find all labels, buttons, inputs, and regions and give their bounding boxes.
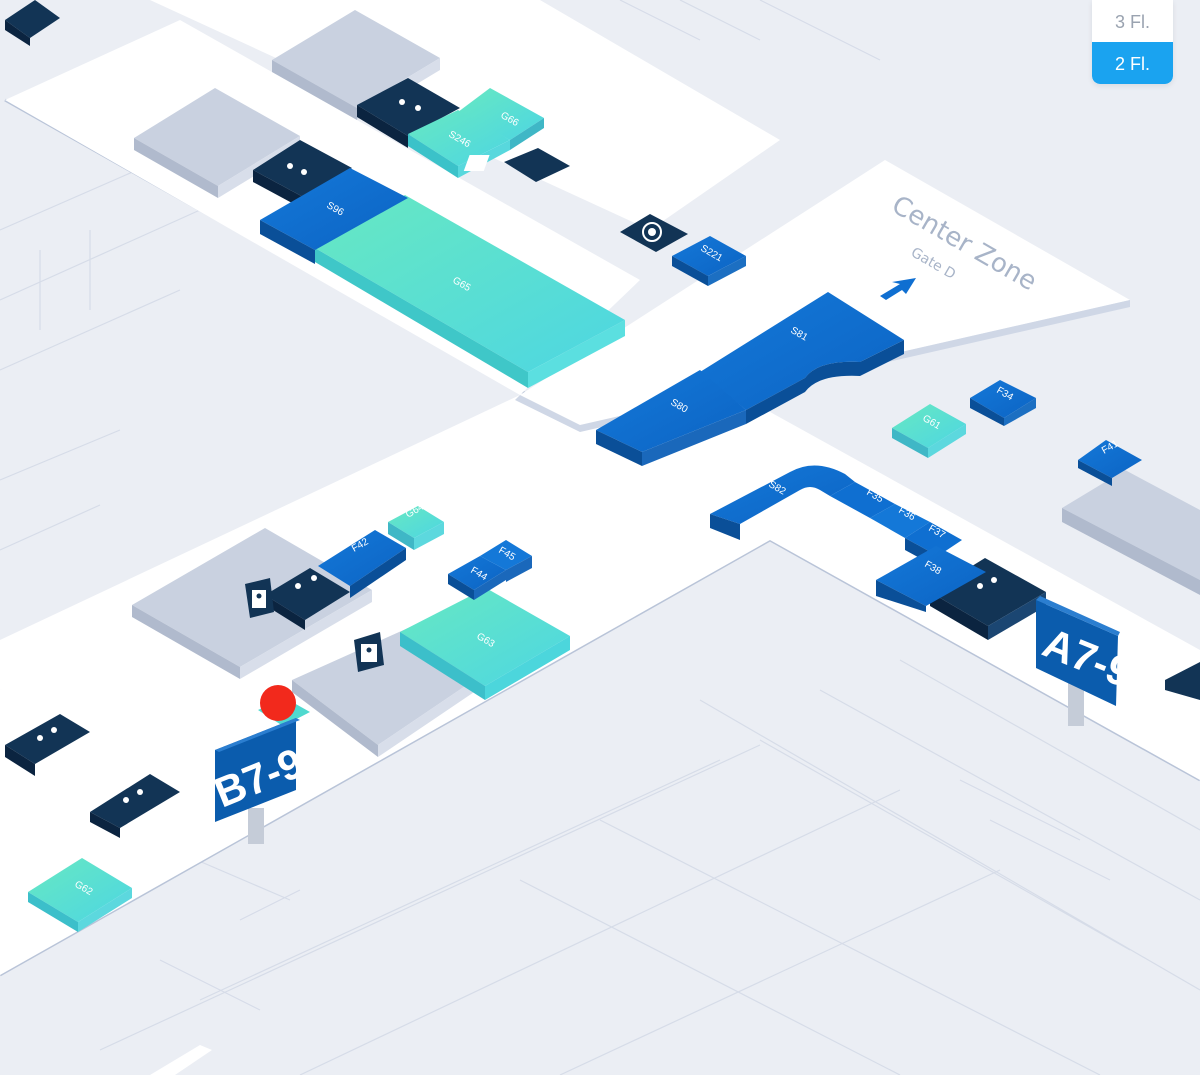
shop-f45[interactable]: F45 xyxy=(480,540,532,582)
shop-s81[interactable]: S81 xyxy=(700,292,904,424)
shop-f38[interactable]: F38 xyxy=(876,546,986,612)
restroom-icon xyxy=(295,575,317,589)
shop-g66[interactable]: G66 xyxy=(458,88,544,150)
shop-g63[interactable]: G63 xyxy=(400,588,570,700)
restroom-icon xyxy=(287,163,307,175)
floor-button-2[interactable]: 2 Fl. xyxy=(1092,42,1173,84)
restroom-lower-left xyxy=(265,568,350,630)
shop-s221[interactable]: S221 xyxy=(672,236,746,286)
currency-exchange-icon[interactable] xyxy=(620,214,688,252)
floor-button-3[interactable]: 3 Fl. xyxy=(1114,12,1150,32)
shop-g62[interactable]: G62 xyxy=(28,858,132,932)
restroom-far-left xyxy=(5,714,90,776)
restroom-topleft-corner xyxy=(5,0,60,46)
restroom-bottom-left xyxy=(90,774,180,838)
emergency-exit-icon[interactable] xyxy=(245,578,274,618)
restroom-icon xyxy=(977,577,997,589)
emergency-exit-icon[interactable] xyxy=(354,632,384,672)
information-icon[interactable] xyxy=(463,148,570,182)
shop-s80[interactable]: S80 xyxy=(596,370,746,466)
aircraft-tail xyxy=(150,1045,212,1075)
direction-arrow-icon xyxy=(880,278,916,300)
restroom-icon xyxy=(123,789,143,803)
shop-f34[interactable]: F34 xyxy=(970,380,1036,426)
restroom-icon xyxy=(37,727,57,741)
shop-g65[interactable]: G65 xyxy=(315,195,625,388)
shop-s82[interactable]: S82 xyxy=(710,465,855,540)
shop-f41[interactable]: F41 xyxy=(1078,438,1142,486)
shop-f44[interactable]: F44 xyxy=(448,556,506,600)
gray-block-right xyxy=(1062,470,1200,595)
floor-switcher: 3 Fl. 2 Fl. xyxy=(1092,0,1173,84)
restroom-icon xyxy=(399,99,421,111)
restroom-far-right xyxy=(1165,662,1200,700)
shop-s96[interactable]: S96 xyxy=(260,168,408,264)
location-marker-icon[interactable] xyxy=(260,685,296,721)
shop-g61[interactable]: G61 xyxy=(892,404,966,458)
shop-g64[interactable]: G64 xyxy=(388,501,444,550)
